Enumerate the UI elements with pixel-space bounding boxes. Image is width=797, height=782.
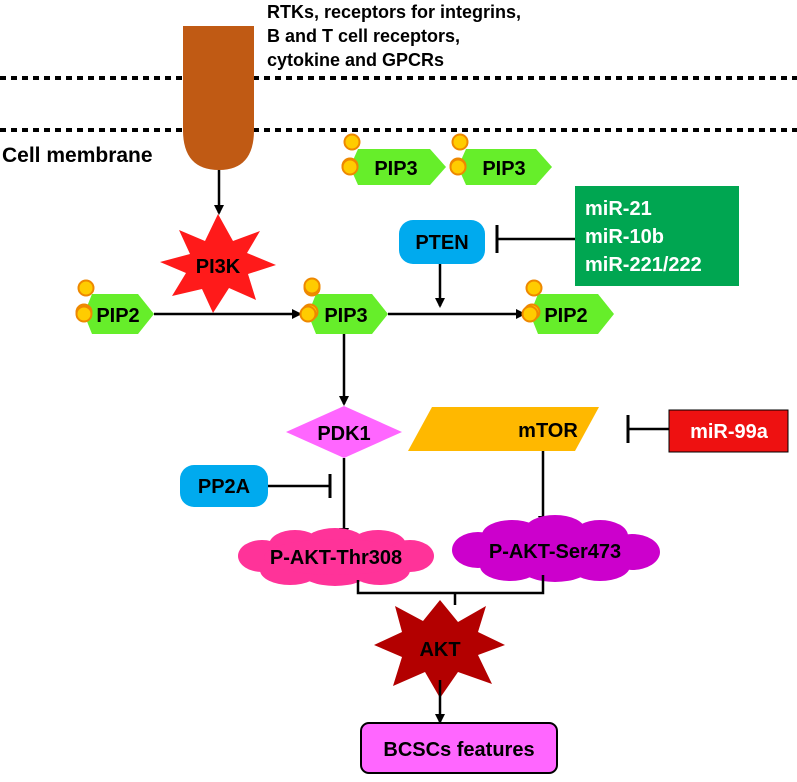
mirna-green-text: miR-21 miR-10b miR-221/222 xyxy=(585,198,702,276)
pip2-right-label: PIP2 xyxy=(544,305,587,327)
mir-99a-label: miR-99a xyxy=(690,421,769,443)
pip3-top-right-node: PIP3 xyxy=(449,133,552,185)
pip2-right-node: PIP2 xyxy=(521,279,614,334)
pten-label: PTEN xyxy=(415,232,468,254)
p-akt-ser473-cloud xyxy=(452,515,660,582)
pp2a-label: PP2A xyxy=(198,476,250,498)
pip3-top-left-label: PIP3 xyxy=(374,158,417,180)
pp2a-node: PP2A xyxy=(180,465,268,507)
receptor-caption-line-1: RTKs, receptors for integrins, xyxy=(267,2,521,22)
mtor-node: mTOR xyxy=(408,407,599,451)
pip3-top-right-label: PIP3 xyxy=(482,158,525,180)
bcscs-features-box xyxy=(360,722,558,774)
cell-membrane-label: Cell membrane xyxy=(2,144,153,167)
pip3-top-left-node: PIP3 xyxy=(341,133,446,185)
pi3k-node: PI3K xyxy=(160,214,276,313)
pip2-right-hexagon xyxy=(530,294,614,334)
mtor-label: mTOR xyxy=(518,420,578,442)
pp2a-pill xyxy=(180,465,268,507)
pip3-center-node: PIP3 xyxy=(299,277,388,334)
p-akt-thr308-cloud xyxy=(238,528,434,586)
mirna-red-box: miR-99a xyxy=(668,409,789,453)
bcscs-features-node: BCSCs features xyxy=(360,722,558,774)
pip3-top-right-hexagon xyxy=(458,149,552,185)
pip2-left-hexagon xyxy=(84,294,154,334)
receptor-shape xyxy=(183,26,254,170)
receptor-caption-line-2: B and T cell receptors, xyxy=(267,26,460,46)
pip3-top-left-hexagon xyxy=(350,149,446,185)
p-akt-thr308-node: P-AKT-Thr308 xyxy=(238,528,434,586)
mirna-red-rect xyxy=(668,409,789,453)
pdk1-diamond xyxy=(286,406,402,458)
pip3-center-hexagon xyxy=(308,294,388,334)
pip2-left-node: PIP2 xyxy=(75,279,154,334)
bracket-to-akt xyxy=(356,575,545,605)
mirna-21-label: miR-21 xyxy=(585,198,652,220)
mirna-green-rect xyxy=(575,186,739,286)
pip3-center-label: PIP3 xyxy=(324,305,367,327)
pten-node: PTEN xyxy=(399,220,485,264)
mirna-green-box: miR-21 miR-10b miR-221/222 xyxy=(575,186,739,286)
akt-node: AKT xyxy=(374,600,505,698)
akt-label: AKT xyxy=(419,639,460,661)
pdk1-node: PDK1 xyxy=(286,406,402,458)
p-akt-ser473-node: P-AKT-Ser473 xyxy=(452,515,660,582)
pi3k-starburst xyxy=(160,214,276,313)
mirna-221-222-label: miR-221/222 xyxy=(585,254,702,276)
mtor-parallelogram xyxy=(408,407,599,451)
mirna-10b-label: miR-10b xyxy=(585,226,664,248)
p-akt-thr308-label: P-AKT-Thr308 xyxy=(270,547,402,569)
receptor-caption: RTKs, receptors for integrins, B and T c… xyxy=(267,2,526,70)
bcscs-features-label: BCSCs features xyxy=(383,739,534,761)
akt-starburst xyxy=(374,600,505,698)
receptor-caption-line-3: cytokine and GPCRs xyxy=(267,50,444,70)
pdk1-label: PDK1 xyxy=(317,423,370,445)
pip2-left-label: PIP2 xyxy=(96,305,139,327)
pten-pill xyxy=(399,220,485,264)
p-akt-ser473-label: P-AKT-Ser473 xyxy=(489,541,621,563)
pi3k-label: PI3K xyxy=(196,256,241,278)
